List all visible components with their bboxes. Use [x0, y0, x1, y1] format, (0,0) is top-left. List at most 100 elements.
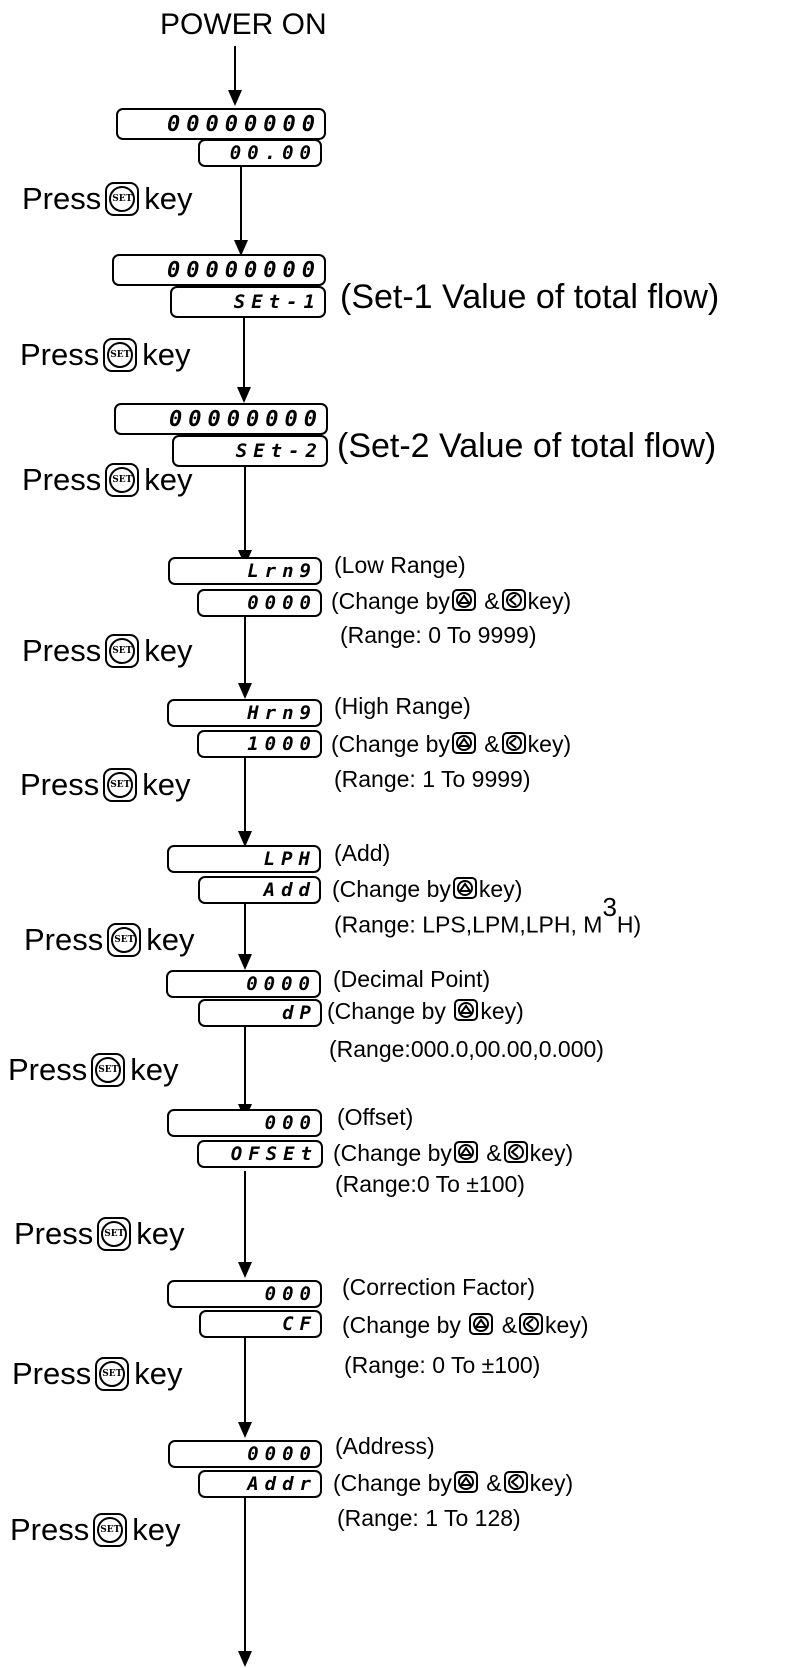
press-label: Press [20, 337, 100, 372]
flow-line [244, 459, 246, 553]
left-key-icon [501, 588, 526, 617]
change-hint: (Change by &key) [333, 1470, 573, 1499]
flow-line [240, 164, 242, 244]
press-set-instruction: Press SET key [20, 337, 191, 373]
change-end: key) [527, 731, 572, 757]
change-end: key) [545, 1312, 589, 1338]
display-top: 00000000 [116, 108, 326, 140]
display-bottom: 00.00 [198, 139, 322, 167]
flow-line [244, 902, 246, 956]
set-key-text: SET [97, 1517, 124, 1543]
change-hint: (Change by &key) [342, 1312, 589, 1341]
flow-line [234, 46, 236, 92]
set-key-icon: SET [103, 338, 138, 372]
set-key-icon: SET [107, 923, 142, 957]
display-top: Hrn9 [167, 699, 322, 727]
press-label: Press [12, 1356, 92, 1391]
range-label: (Range: 1 To 128) [337, 1505, 521, 1531]
up-key-icon [451, 588, 476, 617]
press-set-instruction: Press SET key [24, 922, 195, 958]
press-label: Press [22, 633, 102, 668]
key-label: key [130, 1052, 179, 1087]
set1-note: (Set-1 Value of total flow) [340, 278, 720, 316]
press-label: Press [8, 1052, 88, 1087]
display-bottom: SEt-2 [172, 435, 328, 467]
display-top: 000 [167, 1109, 322, 1137]
key-label: key [144, 462, 193, 497]
up-key-icon [452, 876, 477, 905]
correction-factor-name: (Correction Factor) [342, 1274, 535, 1300]
set-key-icon: SET [95, 1357, 130, 1391]
up-key-icon [469, 1312, 494, 1341]
flow-line [244, 1026, 246, 1106]
left-key-icon [503, 1140, 528, 1169]
set-key-icon: SET [103, 768, 138, 802]
arrowhead-icon [237, 387, 251, 403]
set-key-text: SET [109, 186, 136, 212]
press-label: Press [22, 462, 102, 497]
range-label: (Range: 0 To ±100) [344, 1352, 541, 1378]
left-key-icon [503, 1470, 528, 1499]
key-label: key [144, 633, 193, 668]
change-end: key) [527, 588, 572, 614]
display-bottom: Addr [198, 1470, 322, 1498]
flow-line [243, 292, 245, 388]
change-label: (Change by [327, 998, 446, 1024]
flow-line [244, 1489, 246, 1653]
arrowhead-icon [238, 1651, 252, 1667]
press-set-instruction: Press SET key [22, 462, 193, 498]
low-range-name: (Low Range) [334, 552, 466, 578]
arrowhead-icon [228, 90, 242, 106]
key-label: key [132, 1512, 181, 1547]
flow-line [244, 1336, 246, 1424]
up-key-icon [454, 998, 479, 1027]
change-end: key) [529, 1140, 574, 1166]
set-key-text: SET [99, 1361, 126, 1387]
arrowhead-icon [238, 954, 252, 970]
up-key-icon [453, 1470, 478, 1499]
press-label: Press [20, 767, 100, 802]
press-set-instruction: Press SET key [22, 181, 193, 217]
decimal-point-name: (Decimal Point) [333, 966, 491, 992]
set-key-text: SET [109, 467, 136, 493]
key-label: key [136, 1216, 185, 1251]
left-key-icon [501, 731, 526, 760]
display-bottom: SEt-1 [170, 286, 326, 318]
set-key-icon: SET [91, 1053, 126, 1087]
display-bottom: 1000 [197, 730, 322, 758]
left-key-icon [519, 1312, 544, 1341]
set-key-icon: SET [105, 634, 140, 668]
up-key-icon [453, 1140, 478, 1169]
arrowhead-icon [234, 240, 248, 256]
press-label: Press [22, 181, 102, 216]
arrowhead-icon [238, 831, 252, 847]
arrowhead-icon [238, 1422, 252, 1438]
address-name: (Address) [335, 1433, 435, 1459]
change-hint: (Change by key) [327, 998, 524, 1027]
change-hint: (Change by &key) [333, 1140, 573, 1169]
change-label: (Change by [332, 876, 451, 902]
press-set-instruction: Press SET key [22, 633, 193, 669]
press-set-instruction: Press SET key [8, 1052, 179, 1088]
display-top: 00000000 [112, 254, 326, 286]
flow-line [244, 755, 246, 833]
range-label: (Range: 1 To 9999) [334, 766, 531, 792]
range-end: H) [616, 911, 642, 938]
display-top: Lrn9 [168, 557, 322, 585]
display-top: 000 [167, 1280, 322, 1308]
display-bottom: Add [198, 876, 321, 904]
press-label: Press [10, 1512, 90, 1547]
offset-name: (Offset) [337, 1104, 414, 1130]
display-top: 0000 [168, 1440, 322, 1468]
range-label: (Range:000.0,00.00,0.000) [329, 1036, 604, 1062]
set-key-text: SET [101, 1221, 128, 1247]
press-set-instruction: Press SET key [20, 767, 191, 803]
set-key-icon: SET [93, 1513, 128, 1547]
change-hint: (Change by &key) [331, 588, 571, 617]
superscript-3: 3 [602, 892, 617, 922]
press-label: Press [24, 922, 104, 957]
flow-line [244, 1171, 246, 1263]
up-key-icon [451, 731, 476, 760]
change-label: (Change by [331, 731, 450, 757]
